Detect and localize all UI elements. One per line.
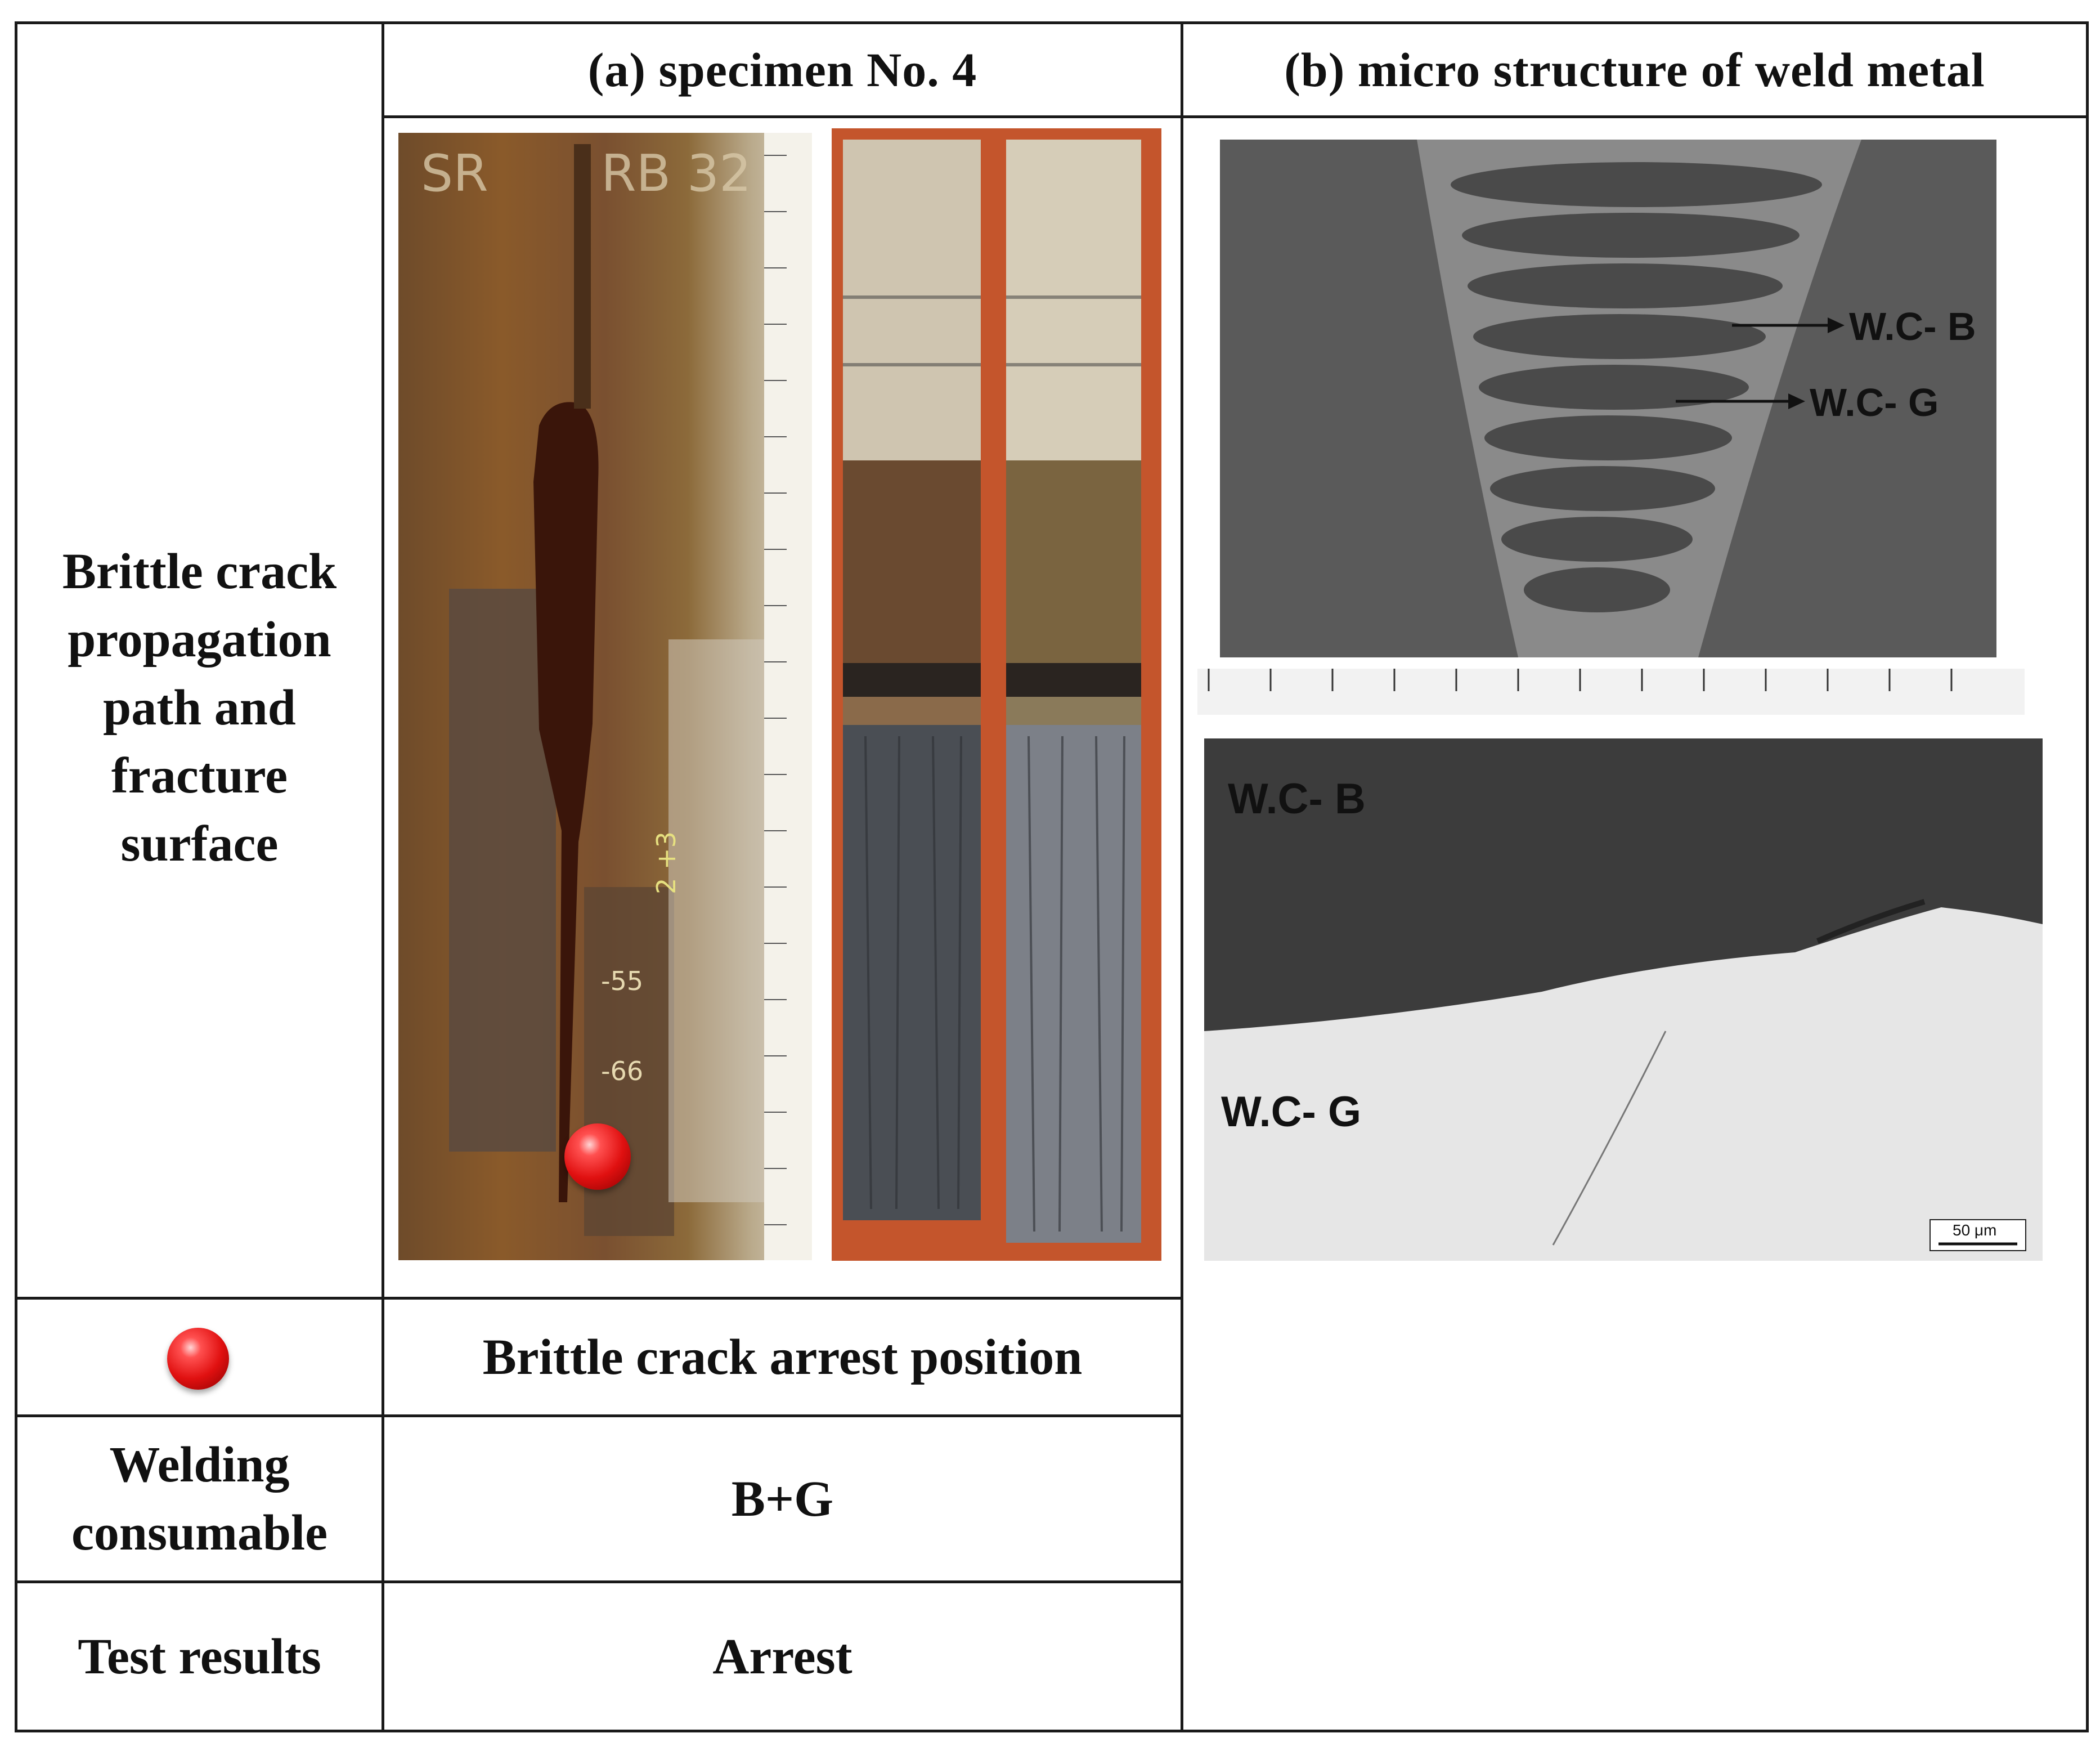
specimen-plate-photo: SR RB 32 2 +3 -55 -66 bbox=[398, 133, 812, 1260]
grid-line bbox=[382, 115, 2089, 118]
weld-macro-photo: W.C- B W.C- G bbox=[1192, 128, 2030, 715]
fracture-surface-drawing bbox=[843, 140, 1141, 1243]
specimen-mark-66: -66 bbox=[601, 1056, 644, 1086]
specimen-mark-sr: SR bbox=[421, 144, 488, 203]
fracture-surface-photo bbox=[832, 128, 1161, 1261]
weld-micrograph-drawing bbox=[1204, 738, 2043, 1251]
macro-label-wcb: W.C- B bbox=[1849, 304, 1976, 348]
test-results-value: Arrest bbox=[712, 1628, 852, 1685]
specimen-plate-drawing bbox=[449, 133, 812, 1260]
test-results-label: Test results bbox=[78, 1628, 321, 1685]
grid-line bbox=[15, 1297, 1183, 1300]
arrest-position-label: Brittle crack arrest position bbox=[482, 1329, 1083, 1385]
header-specimen: (a) specimen No. 4 bbox=[587, 43, 977, 97]
header-microstructure: (b) micro structure of weld metal bbox=[1284, 43, 1985, 97]
table-frame bbox=[15, 21, 2089, 1732]
arrest-marker-legend bbox=[17, 1300, 382, 1414]
grid-line bbox=[382, 21, 384, 1732]
micro-label-wcb: W.C- B bbox=[1228, 775, 1366, 823]
red-ball-icon bbox=[167, 1328, 229, 1390]
weld-macro-drawing bbox=[1197, 140, 2025, 715]
specimen-mark-sum: 2 +3 bbox=[650, 831, 681, 894]
macro-label-wcg: W.C- G bbox=[1810, 380, 1939, 424]
specimen-mark-55: -55 bbox=[601, 966, 644, 996]
propagation-label: Brittle crack propagation path and fract… bbox=[62, 543, 337, 872]
grid-line bbox=[15, 1414, 1183, 1417]
micro-label-wcg: W.C- G bbox=[1221, 1088, 1362, 1136]
crack-arrest-marker-icon bbox=[564, 1123, 631, 1190]
specimen-mark-rb: RB 32 bbox=[601, 144, 752, 203]
weld-micrograph-photo: W.C- B W.C- G 50 μm bbox=[1204, 738, 2043, 1261]
micro-scale-bar-label: 50 μm bbox=[1953, 1221, 1997, 1239]
grid-line bbox=[1181, 21, 1183, 1732]
grid-line bbox=[15, 1580, 1183, 1583]
welding-consumable-label: Welding consumable bbox=[71, 1437, 328, 1561]
welding-consumable-value: B+G bbox=[731, 1471, 834, 1527]
